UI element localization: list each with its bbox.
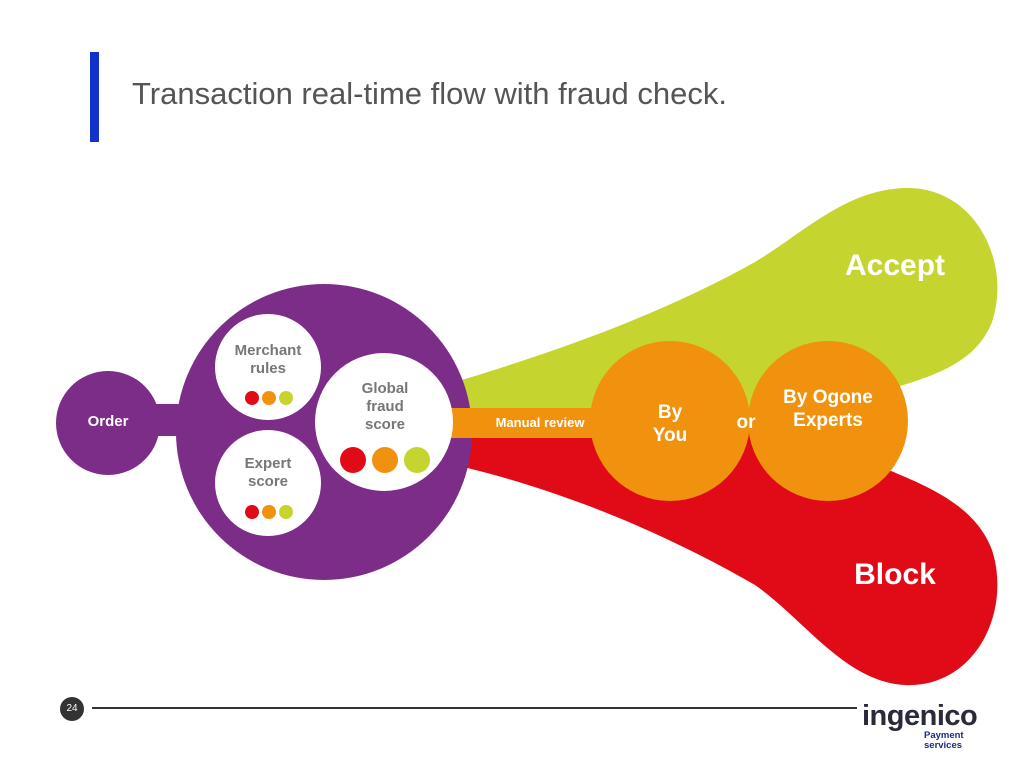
brand-sub-payment: Payment [924,730,964,741]
block-shape [455,429,998,686]
expert-dot-green [279,505,293,519]
by-ogone-experts-label: By Ogone Experts [783,387,873,431]
expert-dot-orange [262,505,276,519]
or-label: or [736,412,756,433]
merchant-rules-label: Merchant rules [234,342,302,377]
global-dot-orange [372,447,398,473]
order-node [56,371,160,475]
ingenico-logo: ingenico Payment services [862,700,978,752]
by-you-label: By You [652,402,688,446]
global-fraud-score-label: Global fraud score [361,380,409,433]
expert-score-label: Expert score [244,455,292,490]
by-you-node [590,341,750,501]
manual-review-label: Manual review [495,415,585,430]
order-label: Order [87,413,129,430]
expert-dot-red [245,505,259,519]
brand-sub-services: services [924,740,963,752]
accept-label: Accept [844,249,946,282]
global-dot-red [340,447,366,473]
brand-name: ingenico [862,700,978,732]
merchant-dot-green [279,391,293,405]
page-title: Transaction real-time flow with fraud ch… [132,76,727,111]
block-label: Block [854,558,936,591]
page-number-badge: 24 [60,697,84,721]
manual-review-bar [450,408,610,438]
global-dot-green [404,447,430,473]
expert-score-node [215,430,321,536]
footer-divider [92,707,857,709]
title-accent-bar [90,52,99,142]
merchant-rules-node [215,314,321,420]
by-ogone-experts-node [748,341,908,501]
merchant-dot-orange [262,391,276,405]
merchant-dot-red [245,391,259,405]
